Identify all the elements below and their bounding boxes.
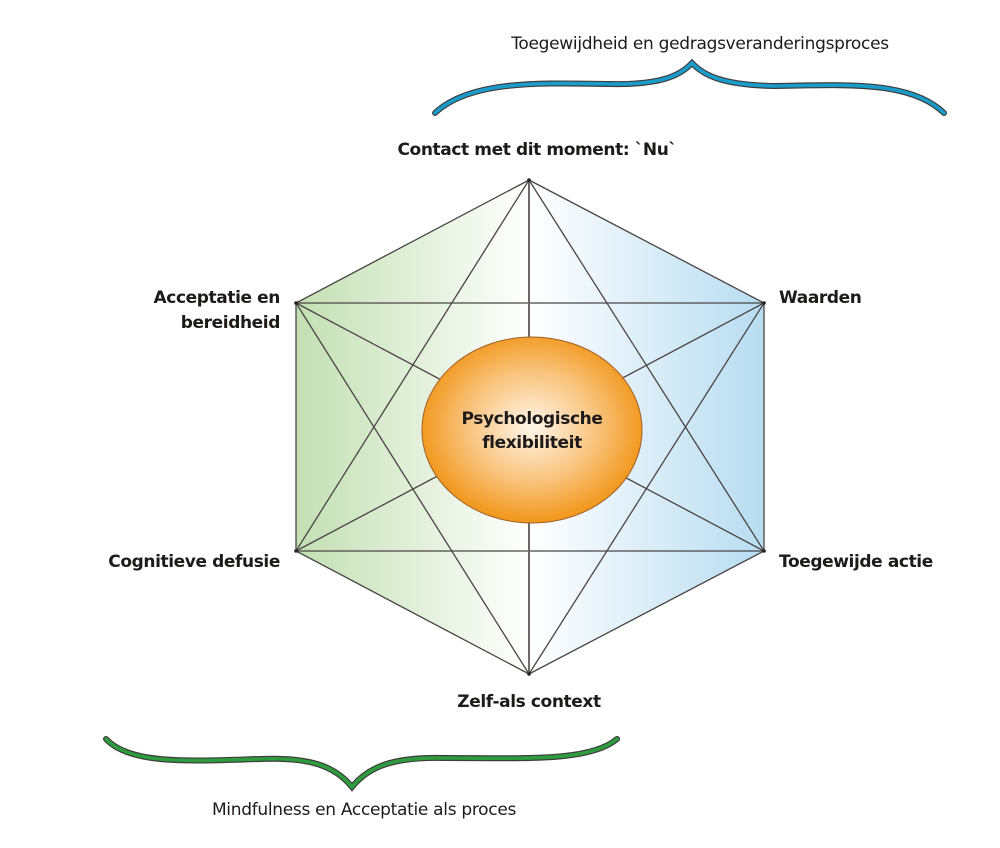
vertex-bottom: [527, 672, 531, 676]
vertex-upper-right: [762, 301, 766, 305]
bottom-group: Mindfulness en Acceptatie als proces: [103, 736, 620, 820]
vertex-top: [527, 178, 531, 182]
node-label-lower-right: Toegewijde actie: [779, 552, 933, 572]
node-label-upper-right: Waarden: [779, 288, 861, 308]
top-group: Toegewijdheid en gedragsveranderingsproc…: [432, 34, 947, 116]
bottom-group-brace-outline: [103, 736, 620, 792]
center-ellipse: [421, 336, 643, 524]
node-labels: Contact met dit moment: `Nu` Waarden Toe…: [108, 140, 933, 712]
top-group-brace: [433, 60, 946, 115]
bottom-group-brace: [104, 737, 619, 790]
top-group-label: Toegewijdheid en gedragsveranderingsproc…: [510, 34, 889, 54]
node-label-bottom: Zelf-als context: [457, 692, 601, 712]
line-bottom-to-upper-left: [295, 302, 530, 675]
node-label-upper-left-line2: bereidheid: [181, 313, 280, 333]
center-node: Psychologische flexibiliteit: [421, 336, 643, 524]
line-top-to-lower-left: [295, 179, 530, 552]
vertex-upper-left: [294, 301, 298, 305]
vertex-lower-right: [762, 549, 766, 553]
node-label-top: Contact met dit moment: `Nu`: [397, 140, 676, 160]
center-label-line2: flexibiliteit: [482, 433, 582, 453]
vertex-lower-left: [294, 549, 298, 553]
node-label-upper-left-line1: Acceptatie en: [154, 288, 280, 308]
center-label-line1: Psychologische: [462, 409, 603, 429]
bottom-group-label: Mindfulness en Acceptatie als proces: [212, 800, 517, 820]
node-label-lower-left: Cognitieve defusie: [108, 552, 280, 572]
